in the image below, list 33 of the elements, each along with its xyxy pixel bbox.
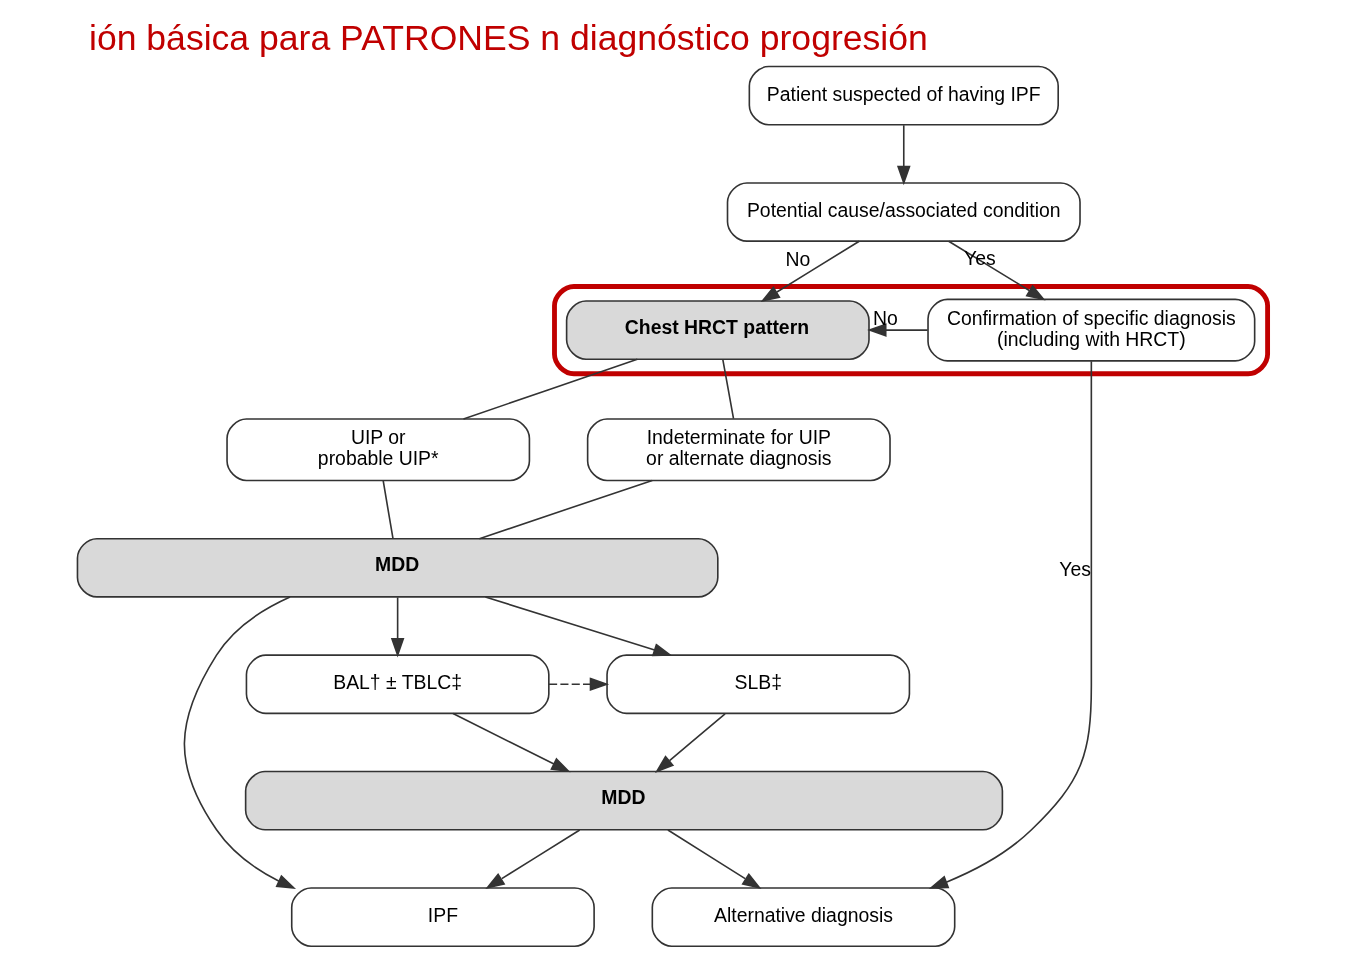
arrow <box>390 596 405 658</box>
node-box: Alternative diagnosis <box>651 887 956 947</box>
node-box: Potential cause/associated condition <box>726 182 1081 242</box>
edge-label: No <box>872 306 898 329</box>
arrow <box>947 240 1046 301</box>
node-box: Patient suspected of having IPF <box>748 65 1059 126</box>
edge-label: Yes <box>1059 557 1091 580</box>
arrow <box>867 323 929 337</box>
connector <box>382 480 394 540</box>
connector <box>722 358 735 420</box>
arrow <box>896 124 911 186</box>
connector <box>478 479 654 540</box>
node-box: Chest HRCT pattern <box>565 300 870 361</box>
arrow <box>452 712 571 773</box>
arrow <box>928 360 1093 889</box>
node-box: IPF <box>290 887 595 947</box>
node-box: SLB‡ <box>606 654 911 715</box>
node-box: MDD <box>76 537 719 598</box>
arrow <box>183 596 297 889</box>
arrow <box>760 240 861 303</box>
node-box: BAL† ± TBLC‡ <box>245 654 550 715</box>
node-box: MDD <box>244 770 1004 831</box>
arrow <box>548 677 610 692</box>
arrow <box>485 829 581 889</box>
connector <box>462 358 639 420</box>
diagram-title: ión básica para PATRONES n diagnóstico progresión <box>89 17 928 58</box>
edge-label: No <box>785 247 811 270</box>
node-box: Indeterminate for UIP or alternate diagnosis <box>586 418 891 482</box>
node-box: Confirmation of specific diagnosis (including with HRCT) <box>927 298 1256 362</box>
arrow <box>667 829 762 889</box>
node-box: UIP or probable UIP* <box>226 418 531 482</box>
arrow <box>484 596 673 657</box>
arrow <box>654 713 726 773</box>
